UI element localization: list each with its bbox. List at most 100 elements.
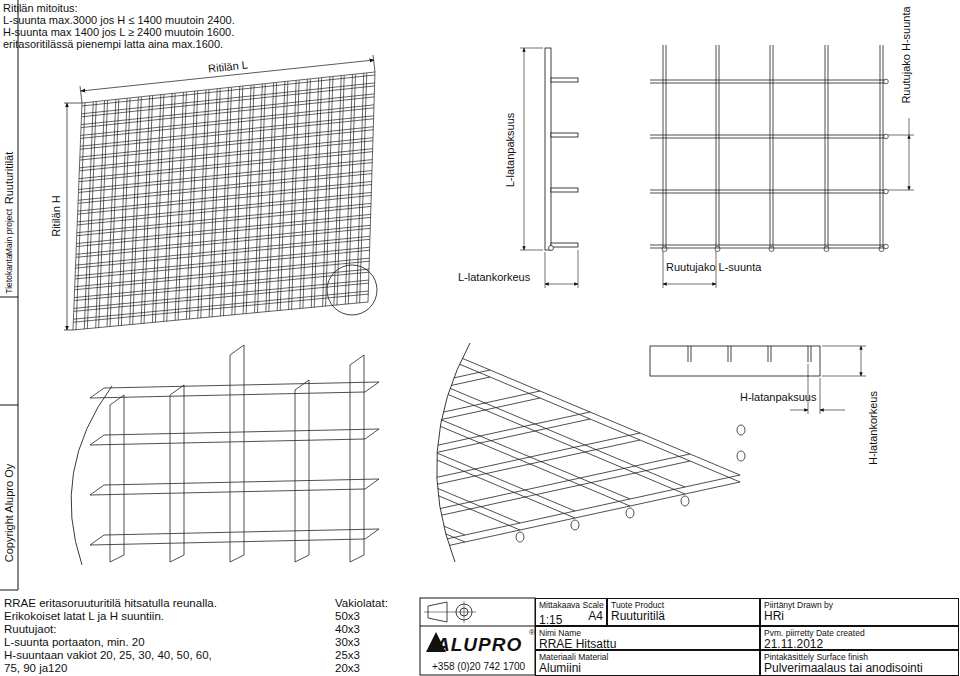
grating-bar [650,190,886,191]
grating-plate [90,479,379,495]
grating-bar [390,335,740,482]
dimension-label: Ritilän H [50,195,63,237]
grating-plate [90,382,379,398]
note-label: L-suunta max.3000 jos H ≤ 1400 muutoin 2… [3,14,235,27]
grating-bar [337,76,344,306]
grating-bar [719,45,720,249]
grating-bar [360,73,367,303]
grating-bar [289,80,297,309]
grating-bar [170,383,520,530]
bar-end [737,425,745,435]
dimension-label: Main project [4,209,14,255]
dimension-line [909,118,910,135]
field-value: Pulverimaalaus tai anodisointi [764,662,955,675]
dimension-label: L-latanpaksuus [504,113,517,188]
grating-bar [650,245,886,246]
note-label: 50x3 [335,609,360,623]
note-label: 75, 90 ja120 [4,661,67,675]
grating-bar [77,195,371,224]
note-label: L-suunta portaaton, min. 20 [4,635,145,649]
grating-bar [110,356,440,428]
dimension-label: Tietokanta [4,254,14,293]
grating-bar [310,440,640,512]
grating-bar [770,45,771,249]
field-heading: Pintakäsittely Surface finish [764,652,955,662]
dimension-label: Ruutujako H-suunta [900,6,913,103]
dimension-line [861,346,862,376]
grating-bar [292,80,300,309]
field-value: A4 [588,610,603,623]
grating-bar [78,182,372,212]
weld-dot [549,246,554,251]
grating-bar [79,163,373,193]
grating-bar [300,79,307,308]
title-block-cell: Piirtänyt Drawn byHRi [760,598,959,626]
grating-plate [90,429,379,445]
dimension-line [545,284,578,285]
grating-bar [360,461,690,533]
field-value: Alumiini [539,662,756,675]
field-value: HRi [764,610,955,623]
grating-bar [73,291,368,319]
grating-bar [650,193,886,194]
frame-line [18,0,19,590]
field-heading: Pvm. piirretty Date created [764,628,955,638]
grating-bar [880,45,881,249]
note-label: L-latankorkeus [458,271,530,284]
grating-bar [76,236,370,265]
grating-bar [666,45,667,249]
dimension-label: Ritilän L [208,58,249,75]
grating-bar [167,93,175,321]
title-block-cell: Pvm. piirretty Date created21.11.2012 [760,626,959,650]
grating-plate [230,345,244,562]
field-value: 21.11.2012 [764,638,955,650]
grating-bar [201,90,209,318]
dimension-label: Ruuturitilät [3,152,16,205]
title-block-cell: Nimi NameRRAE Hitsattu [535,626,760,650]
grating-bar [160,370,490,442]
field-value: Ruuturitilä [611,610,756,623]
cut-line [71,386,112,565]
grating-bar [110,99,119,326]
grating-bar [60,335,390,407]
grating-bar [76,239,370,268]
grating-bar [210,391,540,463]
weld-dot [662,247,667,252]
note-label: 30x3 [335,635,360,649]
grating-iso [60,328,740,554]
grating-bar [170,376,520,523]
weld-dot [884,189,889,194]
bar-end [737,451,745,461]
grating-bar [260,412,590,484]
grating-bar [79,160,373,190]
grating-bar [121,98,130,325]
grating-plate [110,395,124,562]
grating-bar [160,377,490,449]
grating-bar [78,185,372,215]
grating-bar [75,258,370,287]
grating-bar [87,102,96,329]
field-value: 1:15 [539,614,562,626]
dimension-line [663,284,716,285]
extension-line [663,250,664,288]
grating-bar [650,248,886,249]
grating-bar [189,91,197,319]
dimension-line [790,410,808,411]
field-heading: Tuote Product [611,600,756,610]
grating-bar [410,482,740,554]
note-label: Erikokoiset latat L ja H suuntiin. [4,609,164,623]
extension-line [545,252,546,288]
extension-line [80,86,82,103]
extension-line [808,364,809,414]
note-label: +358 (0)20 742 1700 [432,661,525,673]
grating-bar [210,398,540,470]
grating-bar [334,76,341,306]
grating-bar [76,225,370,254]
grating-bar [73,302,368,330]
extension-line [820,378,821,414]
grating-bar [650,80,886,81]
frame-line [0,297,18,298]
grating-bar [99,101,108,328]
title-block-cell: Materiaali MaterialAlumiini [535,650,760,676]
